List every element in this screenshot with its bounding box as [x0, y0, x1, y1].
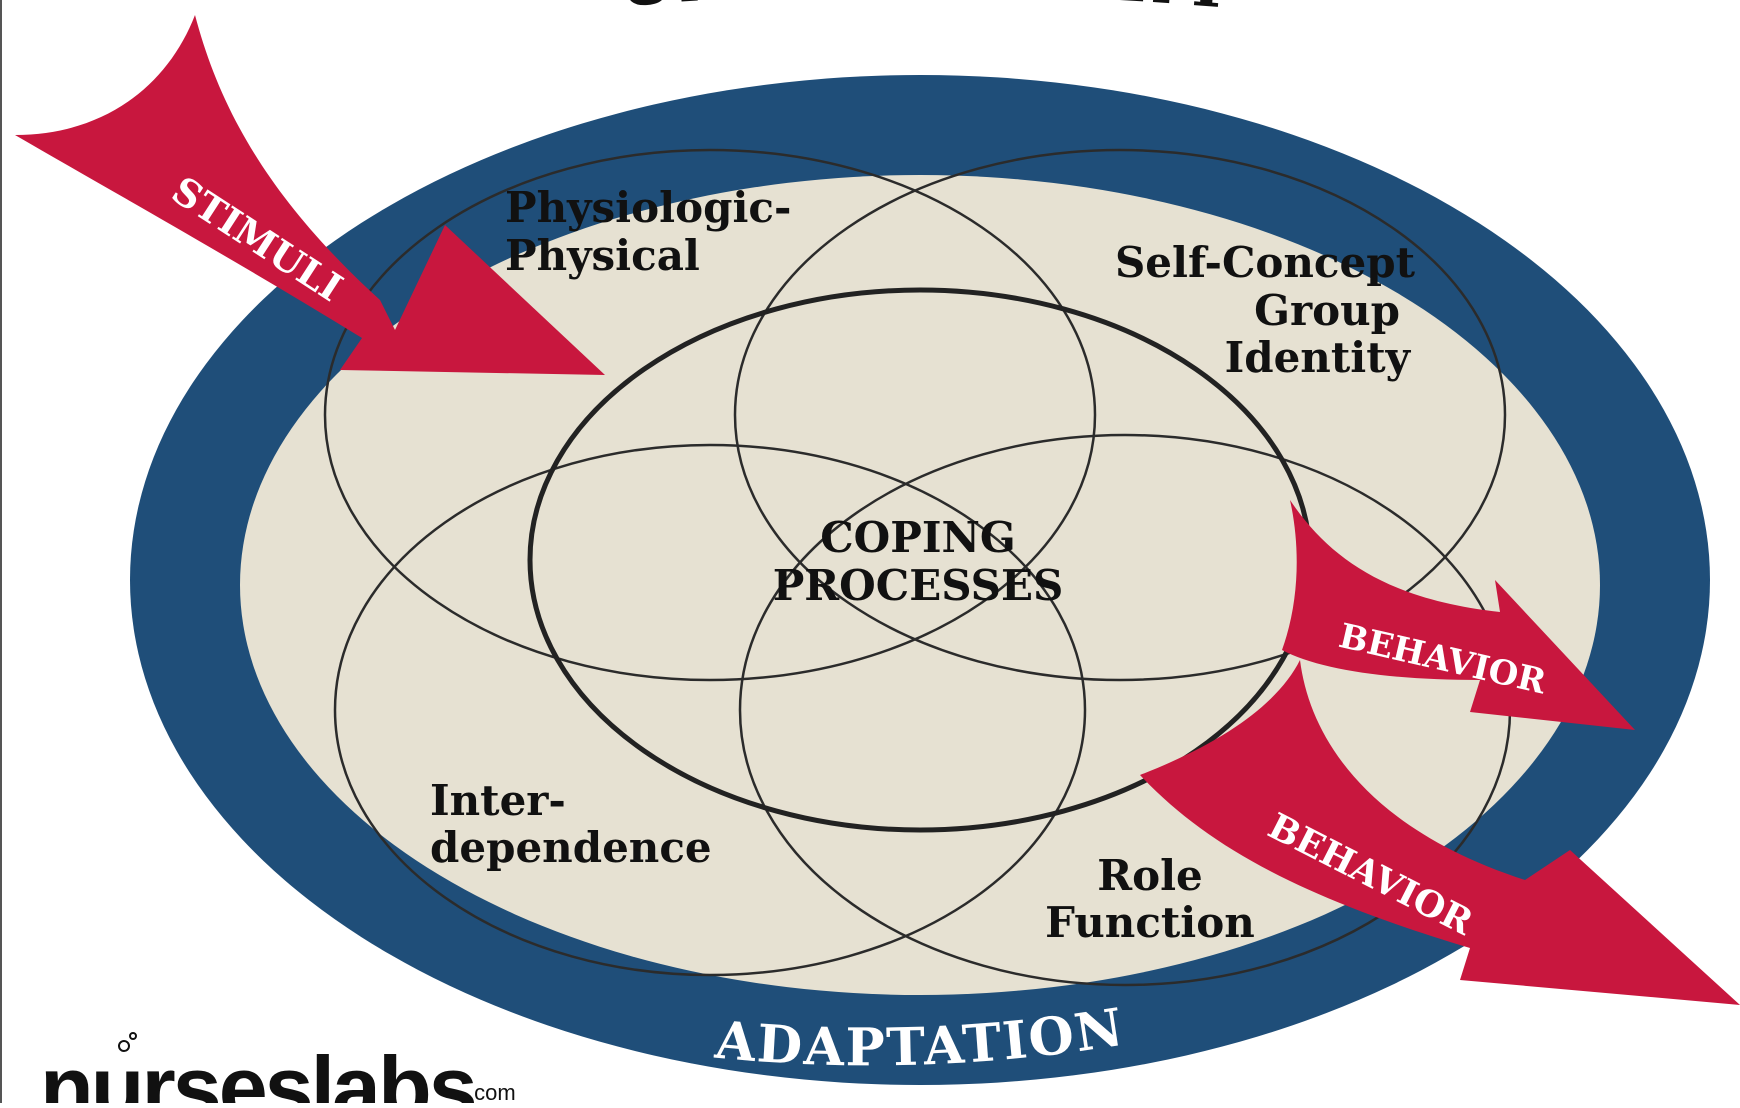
- stimuli-arrow: [15, 15, 605, 375]
- interdependence-label-line2: dependence: [430, 823, 712, 872]
- logo-wordmark: nurseslabs: [40, 1038, 475, 1103]
- physiologic-label-line1: Physiologic-: [505, 183, 791, 232]
- behavior-arrow-upper: [1282, 500, 1635, 730]
- coping-label-line1: COPING: [820, 513, 1016, 562]
- diagram-title-fragment: HUMAN SYSTEMS: [0, 0, 1229, 23]
- self-concept-label-line3: Identity: [1225, 333, 1412, 382]
- interdependence-label-line1: Inter-: [430, 776, 566, 825]
- logo-suffix: .com: [468, 1080, 516, 1103]
- interdependence-mode-circle: [333, 443, 1087, 977]
- nurseslabs-logo: nurseslabs .com: [40, 1032, 516, 1108]
- behavior-arrow-lower: [1140, 660, 1740, 1005]
- self-concept-mode-circle: [733, 148, 1507, 682]
- role-function-label-line2: Function: [1045, 898, 1255, 947]
- self-concept-label-line2: Group: [1254, 286, 1400, 335]
- physiologic-mode-circle: [323, 148, 1097, 682]
- physiologic-label-line2: Physical: [505, 231, 700, 280]
- logo-bubble-icon: [118, 1040, 130, 1052]
- role-function-label-line1: Role: [1097, 851, 1203, 900]
- logo-bubble-small-icon: [129, 1032, 137, 1040]
- coping-label-line2: PROCESSES: [773, 561, 1064, 610]
- self-concept-label-line1: Self-Concept: [1115, 238, 1416, 287]
